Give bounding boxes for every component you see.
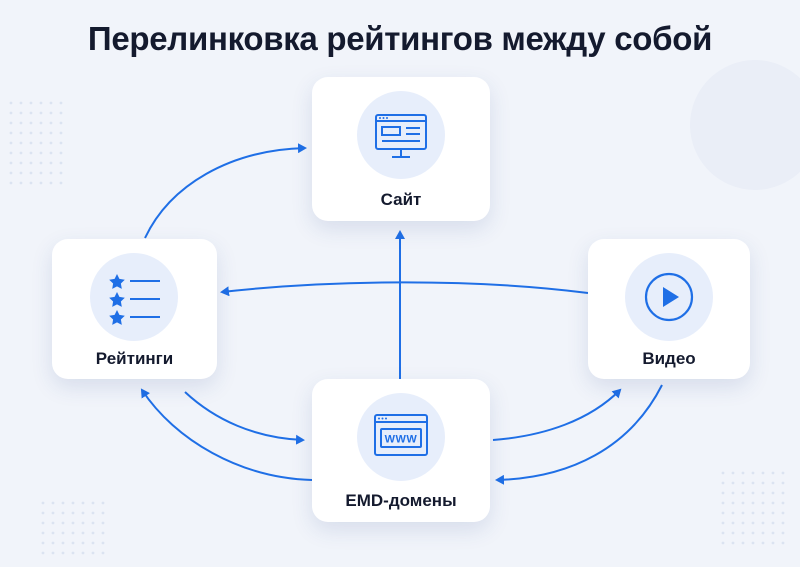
dot-pattern-bottom-left xyxy=(40,500,110,560)
arrow-ratings-to-site xyxy=(144,143,307,239)
site-card: Сайт xyxy=(312,77,490,221)
ratings-icon-circle xyxy=(90,253,178,341)
arrow-emd-to-ratings xyxy=(140,388,313,481)
site-label: Сайт xyxy=(380,190,422,209)
arrow-emd-to-video xyxy=(492,388,622,441)
dot-pattern-top-left xyxy=(8,100,68,190)
site-icon-circle xyxy=(357,91,445,179)
star-list-icon xyxy=(109,274,160,325)
emd-label: EMD-домены xyxy=(345,491,457,510)
www-browser-icon: WWW xyxy=(374,414,428,456)
video-icon-circle xyxy=(625,253,713,341)
www-text: WWW xyxy=(385,434,418,446)
video-label: Видео xyxy=(642,349,696,368)
emd-icon-circle: WWW xyxy=(357,393,445,481)
arrow-ratings-to-emd xyxy=(184,391,305,445)
website-monitor-icon xyxy=(375,114,427,158)
dot-pattern-bottom-right xyxy=(720,470,790,550)
play-button-icon xyxy=(644,272,694,322)
emd-card: WWW EMD-домены xyxy=(312,379,490,522)
decorative-circle xyxy=(690,60,800,190)
arrow-video-to-emd xyxy=(495,384,663,485)
ratings-card: Рейтинги xyxy=(52,239,217,379)
ratings-label: Рейтинги xyxy=(95,349,174,368)
arrow-video-to-ratings xyxy=(220,281,589,297)
video-card: Видео xyxy=(588,239,750,379)
page-title: Перелинковка рейтингов между собой xyxy=(87,20,713,57)
